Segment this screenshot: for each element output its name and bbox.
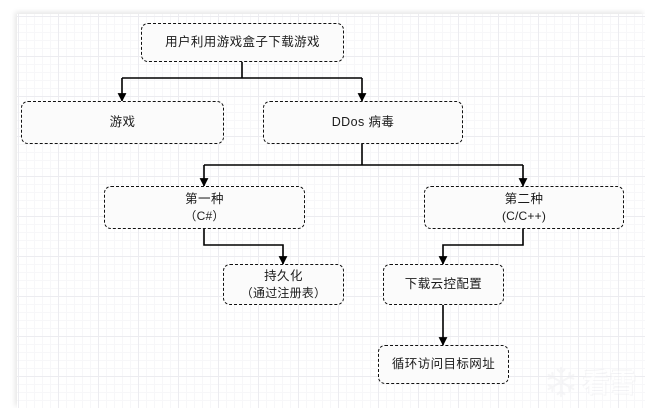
node-variant-two[interactable]: 第二种 (C/C++) [424,186,624,229]
node-persistence[interactable]: 持久化 （通过注册表） [223,264,344,305]
node-variant-two-label: 第二种 [504,191,544,206]
node-root-label: 用户利用游戏盒子下载游戏 [165,35,320,49]
node-ddos-virus[interactable]: DDos 病毒 [263,101,463,144]
node-variant-one[interactable]: 第一种 （C#） [104,186,305,229]
node-download-cloud-config[interactable]: 下载云控配置 [383,264,504,305]
node-ddos-virus-label: DDos 病毒 [331,115,395,129]
node-root[interactable]: 用户利用游戏盒子下载游戏 [141,23,344,62]
node-game[interactable]: 游戏 [21,101,224,144]
node-game-label: 游戏 [109,115,136,129]
node-persistence-sublabel: （通过注册表） [240,285,327,300]
node-loop-visit-target-url-label: 循环访问目标网址 [391,357,496,371]
node-download-cloud-config-label: 下载云控配置 [404,277,483,291]
node-variant-one-label: 第一种 [185,191,224,206]
node-persistence-label: 持久化 [264,268,303,283]
node-variant-two-sublabel: (C/C++) [501,208,547,223]
node-variant-one-sublabel: （C#） [184,208,225,223]
node-loop-visit-target-url[interactable]: 循环访问目标网址 [378,345,509,384]
